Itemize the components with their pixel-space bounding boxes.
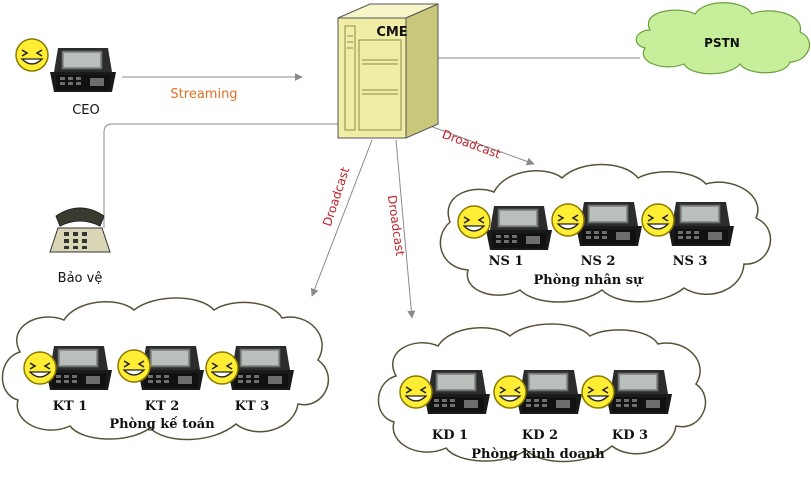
cme-label: CME: [376, 25, 407, 40]
kd1-smiley-icon: [399, 375, 433, 409]
guard-link: [103, 123, 372, 228]
pstn-cloud: PSTN: [635, 2, 811, 75]
ns1-label: NS 1: [489, 254, 524, 269]
cme-server: CME: [337, 3, 439, 139]
kt2-label: KT 2: [145, 399, 180, 414]
kt1-label: KT 1: [53, 399, 88, 414]
desk-phone-icon: [49, 207, 111, 253]
ns2-phone-icon: [575, 201, 643, 247]
group-ns: NS 1 NS 2 NS 3 Phòng nhân sự: [439, 163, 772, 303]
ns3-label: NS 3: [673, 254, 708, 269]
kd3-smiley-icon: [581, 375, 615, 409]
ceo-smiley-icon: [15, 38, 49, 72]
kt3-smiley-icon: [205, 351, 239, 385]
ceo-label: CEO: [72, 103, 100, 118]
kt2-smiley-icon: [117, 349, 151, 383]
kd2-label: KD 2: [522, 428, 558, 443]
ceo-node: CEO: [15, 38, 117, 118]
kt-group-name: Phòng kế toán: [109, 416, 215, 432]
ceo-phone-icon: [49, 47, 117, 93]
broadcast-label-kd: Droadcast: [385, 194, 407, 257]
guard-label: Bảo vệ: [58, 271, 103, 286]
broadcast-link-kt: [310, 139, 373, 297]
ns1-smiley-icon: [457, 205, 491, 239]
broadcast-link-ns: [429, 125, 535, 166]
kd-group-name: Phòng kinh doanh: [471, 447, 605, 462]
broadcast-link-kd: [395, 139, 416, 319]
ns1-phone-icon: [485, 205, 553, 251]
streaming-label: Streaming: [170, 87, 237, 102]
ns2-smiley-icon: [551, 203, 585, 237]
kt1-smiley-icon: [23, 351, 57, 385]
kd3-label: KD 3: [612, 428, 648, 443]
broadcast-label-ns: Droadcast: [440, 127, 503, 161]
connection-lines: [103, 57, 640, 319]
ns3-smiley-icon: [641, 203, 675, 237]
ns2-label: NS 2: [581, 254, 616, 269]
kd2-smiley-icon: [493, 375, 527, 409]
kt3-label: KT 3: [235, 399, 270, 414]
kd1-label: KD 1: [432, 428, 468, 443]
ns3-phone-icon: [667, 201, 735, 247]
group-kt: KT 1 KT 2 KT 3 Phòng kế toán: [1, 297, 330, 441]
ns-group-name: Phòng nhân sự: [533, 273, 644, 288]
pstn-label: PSTN: [704, 36, 740, 50]
kd1-phone-icon: [423, 369, 491, 415]
kd3-phone-icon: [605, 369, 673, 415]
group-kd: KD 1 KD 2 KD 3 Phòng kinh doanh: [377, 323, 707, 463]
broadcast-label-kt: Droadcast: [320, 165, 352, 228]
guard-node: Bảo vệ: [49, 207, 111, 286]
